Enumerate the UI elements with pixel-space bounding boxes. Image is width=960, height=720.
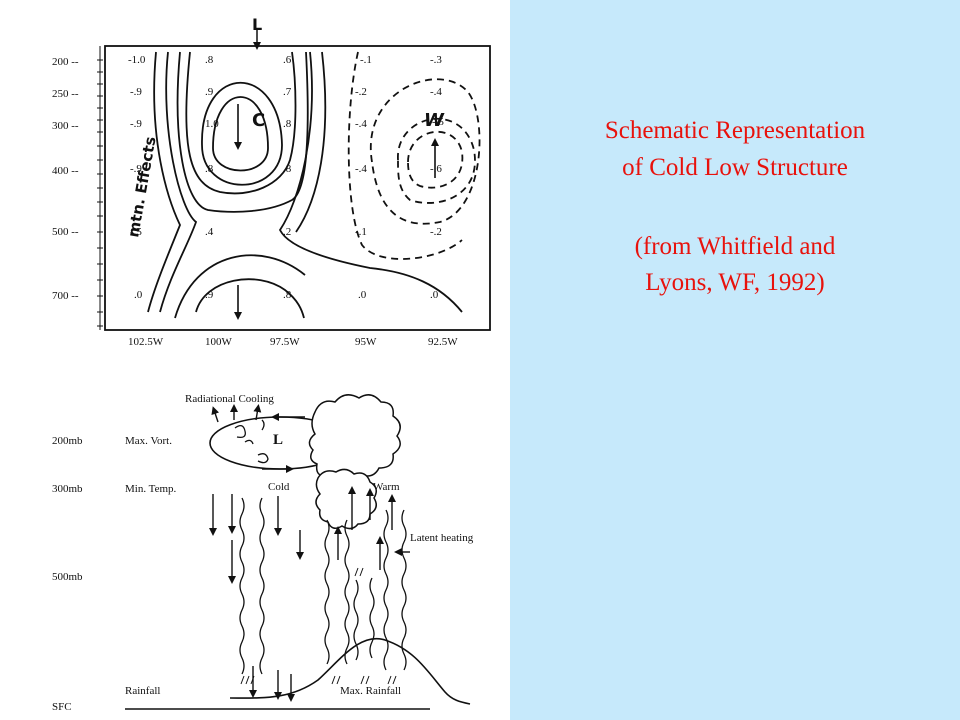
contour-value: -.3: [430, 54, 442, 66]
latent-heating-label: Latent heating: [410, 532, 474, 544]
contour-bottom-dome: [195, 278, 305, 319]
contour-value: .4: [205, 226, 214, 238]
contour-value: -.4: [430, 86, 442, 98]
contour-value: .9: [205, 289, 214, 301]
cross-section: L 200 -- 250 -- 300 -- 400 -- 500 -- 700…: [52, 15, 491, 348]
warm-core-marker: W: [424, 110, 445, 131]
warm-label: Warm: [373, 481, 400, 493]
dashed-wide-curve: [347, 51, 463, 260]
contour-value: .8: [205, 163, 214, 175]
dashed-outer-oval: [369, 78, 481, 225]
mountain-effects-note: mtn. Effects: [124, 135, 159, 239]
level-label-500mb: 500mb: [52, 571, 83, 583]
contour-value: -.5: [130, 226, 142, 238]
contour-mid-oval: [201, 81, 283, 186]
contour-value: -1.0: [128, 54, 146, 66]
schematic-3d: 200mb 300mb 500mb SFC Radiational Coolin…: [52, 393, 474, 713]
radiational-cooling-label: Radiational Cooling: [185, 393, 274, 405]
contour-value: .8: [283, 118, 292, 130]
contour-right-1: [278, 51, 463, 313]
max-vort-label: Max. Vort.: [125, 435, 172, 447]
dashed-mid-oval: [397, 117, 476, 204]
contour-value: -.1: [355, 226, 367, 238]
contour-value: -.4: [355, 163, 367, 175]
low-label: L: [273, 432, 283, 448]
contour-value: .0: [430, 289, 439, 301]
contour-right-2: [295, 51, 327, 233]
terrain-hill: [229, 637, 471, 705]
contour-value: -.4: [355, 118, 367, 130]
cold-label: Cold: [268, 481, 290, 493]
caption-title-line-1: Schematic Representation: [604, 117, 866, 144]
contour-value: -.2: [430, 226, 442, 238]
contour-value: .8: [283, 163, 292, 175]
contour-value: .9: [205, 86, 214, 98]
pressure-label-700: 700 --: [52, 290, 79, 302]
pressure-label-500: 500 --: [52, 226, 79, 238]
contour-left-2: [147, 51, 181, 313]
diagram-panel: L 200 -- 250 -- 300 -- 400 -- 500 -- 700…: [52, 15, 491, 713]
contour-values: -1.0 .8 .6 -.1 -.3 -.9 .9 .7 -.2 -.4 -.9…: [128, 54, 444, 301]
dashed-inner-oval: [407, 130, 464, 189]
pressure-axis-ticks: [97, 59, 103, 327]
contour-value: .7: [283, 86, 292, 98]
contour-value: .0: [358, 289, 367, 301]
caption-source-line-1: (from Whitfield and: [634, 233, 836, 260]
pressure-label-400: 400 --: [52, 165, 79, 177]
level-label-300mb: 300mb: [52, 483, 83, 495]
pressure-label-300: 300 --: [52, 120, 79, 132]
contour-value: -.9: [130, 163, 142, 175]
rain-streaks: [240, 567, 397, 685]
dashed-contours: [347, 51, 481, 260]
caption-panel: Schematic Representation of Cold Low Str…: [510, 0, 960, 720]
contour-value: .0: [134, 289, 143, 301]
solid-contours: [147, 51, 463, 319]
pressure-label-200: 200 --: [52, 56, 79, 68]
vortex-swirls: [234, 419, 269, 464]
upper-cloud-mass: [308, 394, 401, 483]
contour-bottom-outer: [174, 254, 306, 319]
convective-columns: [239, 497, 407, 675]
contour-value: -.6: [430, 163, 442, 175]
contour-outer-u: [185, 51, 297, 195]
contour-value: -.9: [130, 86, 142, 98]
pressure-label-250: 250 --: [52, 88, 79, 100]
cold-low-diagram: L 200 -- 250 -- 300 -- 400 -- 500 -- 700…: [52, 15, 491, 713]
contour-value: -.2: [355, 86, 367, 98]
cross-section-frame: [104, 45, 491, 331]
longitude-label-92.5W: 92.5W: [428, 336, 458, 348]
longitude-label-95W: 95W: [355, 336, 377, 348]
sinking-motion-arrows: [209, 494, 304, 702]
contour-inner-oval: [212, 96, 269, 172]
contour-left-1: [159, 51, 198, 313]
contour-value: .8: [283, 289, 292, 301]
min-temp-label: Min. Temp.: [125, 483, 177, 495]
contour-value: -.1: [360, 54, 372, 66]
contour-value: -.5: [432, 116, 444, 128]
contour-wide-u: [176, 51, 309, 213]
contour-value: .8: [205, 54, 214, 66]
contour-value: .6: [283, 54, 292, 66]
longitude-label-97.5W: 97.5W: [270, 336, 300, 348]
longitude-label-100W: 100W: [205, 336, 233, 348]
lower-cloud-mass: [315, 468, 377, 530]
contour-value: 1.0: [205, 118, 219, 130]
level-label-sfc: SFC: [52, 701, 72, 713]
longitude-label-102.5W: 102.5W: [128, 336, 164, 348]
contour-value: -.9: [130, 118, 142, 130]
max-rainfall-label: Max. Rainfall: [340, 685, 401, 697]
rainfall-label-left: Rainfall: [125, 685, 160, 697]
caption-title-line-2: of Cold Low Structure: [622, 154, 848, 181]
cold-core-marker: C: [252, 110, 265, 131]
level-label-200mb: 200mb: [52, 435, 83, 447]
contour-value: .2: [283, 226, 291, 238]
rising-motion-arrows: [334, 486, 410, 570]
low-marker: L: [252, 15, 262, 34]
caption-source-line-2: Lyons, WF, 1992): [645, 269, 825, 296]
